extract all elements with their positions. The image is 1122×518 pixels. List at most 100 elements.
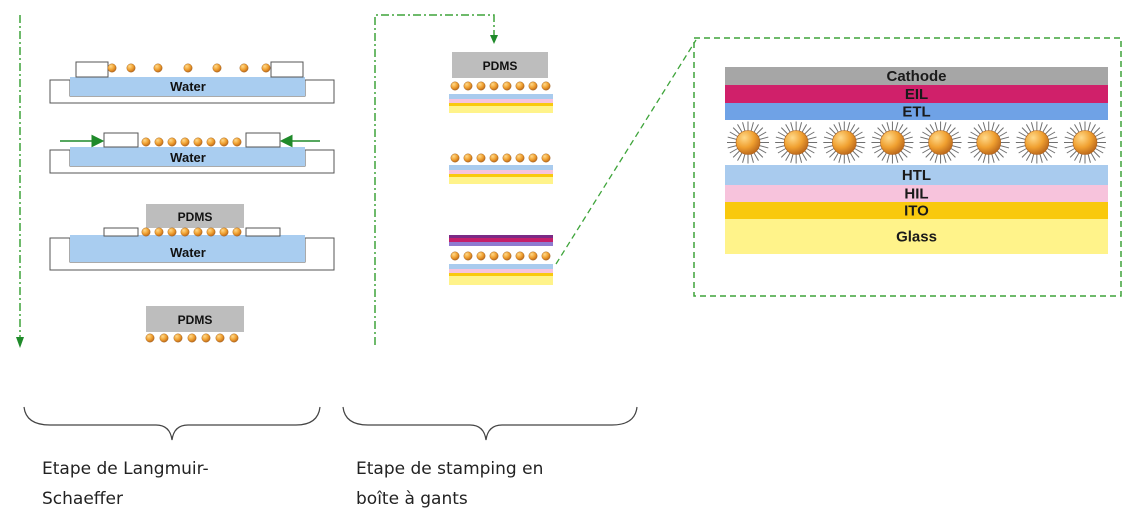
ligand-strand — [973, 127, 982, 136]
barrier-right — [270, 61, 304, 78]
ligand-strand — [790, 152, 794, 163]
ligand-strand — [732, 149, 741, 158]
ligand-strand — [897, 151, 904, 161]
htl-layer — [449, 165, 553, 170]
nanoparticle — [502, 153, 512, 163]
stack-layer-label: Glass — [896, 229, 937, 246]
ligand-strand — [1095, 144, 1106, 149]
ligand-strand — [727, 144, 738, 149]
ligand-strand — [851, 127, 860, 136]
ligand-strand — [934, 122, 939, 133]
zoom-frame — [693, 37, 1122, 297]
ligand-strand — [798, 152, 803, 163]
ligand-strand — [1018, 147, 1028, 154]
nanoparticle — [141, 137, 151, 147]
ligand-strand — [798, 122, 803, 133]
barrier-left — [103, 227, 139, 237]
ligand-strand — [982, 122, 987, 133]
nanoparticle-row — [450, 251, 551, 261]
ito-layer — [449, 174, 553, 177]
ligand-strand — [803, 127, 812, 136]
nanoparticle-core — [1072, 130, 1098, 155]
barrier-right — [245, 132, 281, 148]
nanoparticle — [145, 333, 155, 343]
ligand-capped-nanoparticle — [823, 121, 866, 164]
ligand-strand — [1044, 149, 1053, 158]
nanoparticle — [219, 227, 229, 237]
nanoparticle — [528, 251, 538, 261]
htl-layer — [449, 264, 553, 269]
ligand-strand — [1079, 122, 1083, 133]
ligand-strand — [942, 152, 947, 163]
ligand-strand — [785, 124, 792, 134]
ligand-strand — [755, 149, 764, 158]
ligand-strand — [825, 147, 836, 154]
eil-layer — [449, 238, 553, 242]
ligand-strand — [973, 149, 982, 158]
nanoparticle — [489, 81, 499, 91]
stack-layer-eil — [725, 85, 1108, 103]
ligand-strand — [775, 136, 786, 141]
ligand-strand — [1016, 136, 1027, 141]
ligand-capped-nanoparticle — [871, 121, 914, 164]
nanoparticle — [463, 251, 473, 261]
nanoparticle-core — [880, 130, 905, 155]
ligand-strand — [1087, 152, 1091, 163]
ligand-strand — [1066, 131, 1076, 138]
zoom-callout — [555, 37, 1122, 297]
nanoparticle — [528, 81, 538, 91]
pdms-label: PDMS — [483, 59, 518, 73]
ligand-strand — [970, 131, 980, 138]
nanoparticle — [450, 81, 460, 91]
water-subphase — [70, 147, 305, 166]
ligand-strand — [823, 136, 834, 141]
brace-langmuir — [23, 406, 321, 441]
stack-layer-label: HTL — [902, 167, 931, 184]
caption-stamping-line1: Etape de stamping en — [356, 459, 543, 479]
nanoparticle-core — [735, 130, 761, 155]
ligand-strand — [758, 136, 769, 141]
ligand-strand — [755, 127, 764, 136]
nanoparticle-row — [450, 153, 551, 163]
ligand-strand — [780, 127, 789, 136]
hil-layer — [449, 269, 553, 273]
nanoparticle — [153, 63, 163, 73]
nanoparticle-row — [141, 227, 242, 237]
ligand-strand — [922, 147, 932, 154]
nanoparticle — [126, 63, 136, 73]
stack-layer-etl — [725, 103, 1108, 120]
ligand-strand — [777, 147, 787, 154]
nanoparticle-row — [450, 81, 551, 91]
ligand-strand — [894, 152, 899, 163]
ligand-strand — [951, 144, 961, 149]
ligand-strand — [899, 127, 908, 136]
ligand-strand — [977, 124, 984, 134]
nanoparticle — [212, 63, 222, 73]
ligand-strand — [829, 127, 837, 136]
caption-stamping-line2: boîte à gants — [356, 489, 468, 509]
ligand-strand — [849, 124, 856, 134]
ligand-strand — [1041, 151, 1048, 161]
ligand-strand — [851, 149, 860, 158]
ligand-strand — [750, 122, 754, 133]
ligand-strand — [899, 149, 908, 158]
ligand-strand — [945, 151, 952, 161]
ligand-strand — [854, 144, 865, 149]
ligand-strand — [881, 151, 888, 161]
nanoparticle — [463, 153, 473, 163]
ligand-strand — [737, 124, 743, 134]
barrier-left — [75, 61, 109, 78]
pdms-label: PDMS — [178, 210, 213, 224]
ito-layer — [449, 273, 553, 276]
ligand-strand — [993, 124, 1000, 134]
ligand-strand — [1044, 127, 1053, 136]
trough-step-3: PDMS Water — [49, 204, 335, 271]
water-subphase — [70, 235, 305, 262]
ligand-strand — [750, 152, 754, 163]
ligand-strand — [1047, 136, 1058, 141]
nanoparticle-core — [783, 130, 809, 155]
nanoparticle — [219, 137, 229, 147]
ligand-strand — [1069, 127, 1078, 136]
ligand-strand — [881, 124, 888, 134]
